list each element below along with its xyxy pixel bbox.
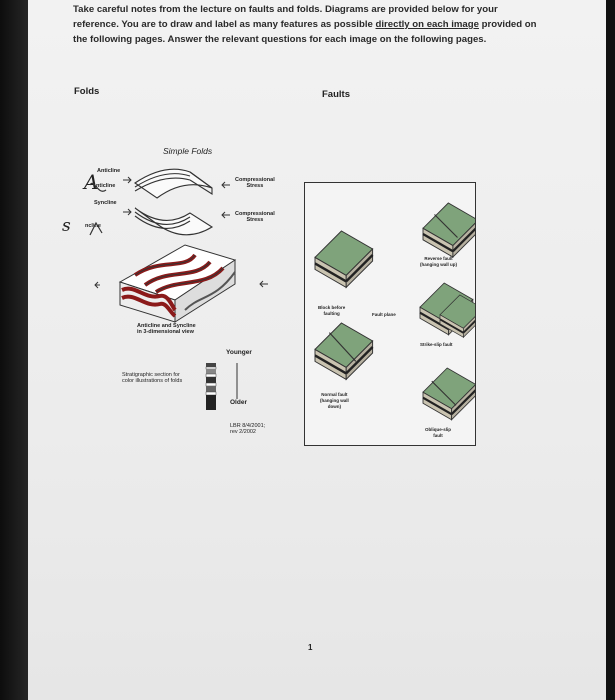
instructions-emphasis: directly on each image (375, 19, 479, 30)
strike-slip-label: Strike-slip fault (420, 342, 453, 347)
normal-fault-label: Normal fault (hanging wall down) (320, 392, 349, 409)
normal-fault-block (313, 321, 374, 381)
block-before-faulting (313, 229, 374, 289)
older-label: Older (230, 399, 247, 406)
syncline-slab (134, 207, 214, 236)
fold-block-caption: Anticline and Syncline in 3-dimensional … (137, 323, 196, 335)
arrow-left-icon (94, 281, 100, 289)
oblique-slip-label: Oblique-slip fault (425, 427, 452, 438)
credit-note: LBR 8/4/2001; rev 2/2002 (230, 423, 266, 435)
syncline-handwritten-letter: s (62, 216, 71, 236)
syncline-label: Syncline (94, 200, 117, 206)
page-number: 1 (308, 643, 313, 652)
fault-plane-label: Fault plane (372, 312, 396, 317)
simple-fold-diagrams (89, 168, 230, 236)
instructions-text-2: provided on the following pages. Answer … (73, 19, 537, 45)
photo-background-left (0, 0, 28, 700)
reverse-fault-label: Reverse fault (hanging wall up) (420, 256, 457, 267)
syncline-handwritten-rest: ncline (85, 223, 101, 229)
anticline-label: Anticline (97, 168, 121, 174)
photo-background-right (606, 0, 615, 700)
folds-heading: Folds (74, 86, 100, 97)
instructions-paragraph: Take careful notes from the lecture on f… (73, 2, 543, 47)
compressional-stress-label-2: Compressional Stress (235, 211, 275, 223)
anticline-slab (134, 168, 213, 199)
younger-label: Younger (226, 349, 252, 356)
stratigraphic-column (205, 363, 238, 410)
instructions-text-1: Take careful notes from the lecture on f… (73, 4, 498, 30)
compressional-stress-label-1: Compressional Stress (235, 177, 275, 189)
arrows-small (123, 176, 230, 219)
anticline-handwritten-letter: A (84, 170, 99, 194)
faults-heading: Faults (322, 89, 350, 100)
oblique-slip-block (421, 366, 475, 421)
simple-folds-title: Simple Folds (163, 146, 213, 156)
handwritten-strokes (89, 182, 107, 236)
stratigraphic-caption: Stratigraphic section for color illustra… (122, 372, 183, 384)
fault-diagrams (313, 201, 475, 421)
reverse-fault-block (421, 201, 475, 259)
block-before-faulting-label: Block before faulting (318, 305, 346, 316)
arrow-left-icon (259, 280, 268, 288)
fold-block-3d (94, 244, 237, 323)
anticline-handwritten-rest: nticline (96, 183, 116, 189)
